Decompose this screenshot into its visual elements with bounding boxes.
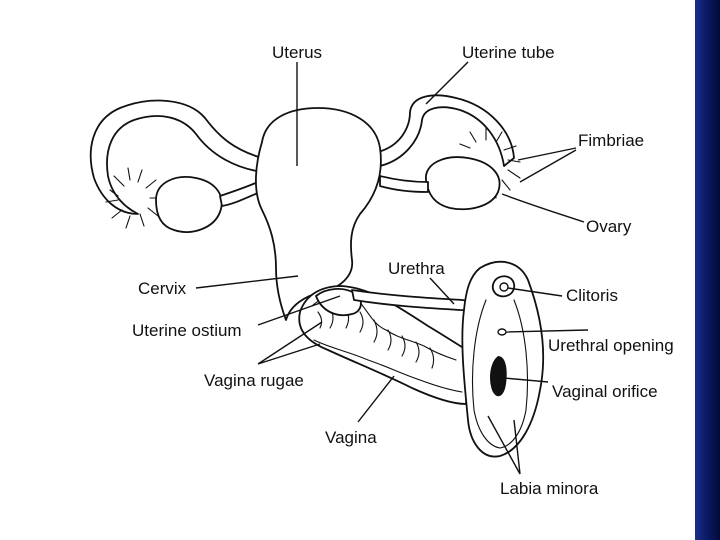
- label-vaginal-orifice: Vaginal orifice: [552, 382, 658, 401]
- leader-urethral-opening: [505, 329, 589, 333]
- label-uterine-tube: Uterine tube: [462, 43, 555, 62]
- label-uterine-ostium: Uterine ostium: [132, 321, 242, 340]
- label-urethra: Urethra: [388, 259, 445, 278]
- leader-cervix: [195, 275, 299, 289]
- leader-labia-minora: [487, 415, 521, 475]
- vagina-inner-wall-lower: [313, 339, 463, 393]
- left-fimbriae: [105, 167, 163, 229]
- leader-fimbriae: [517, 147, 577, 183]
- label-vagina-rugae: Vagina rugae: [204, 371, 304, 390]
- label-vagina: Vagina: [325, 428, 377, 447]
- urethral-opening: [497, 328, 507, 336]
- slide-side-accent-bar: [695, 0, 720, 540]
- right-uterine-tube: [377, 94, 515, 167]
- vaginal-orifice: [490, 356, 507, 397]
- label-urethral-opening: Urethral opening: [548, 336, 674, 355]
- label-ovary: Ovary: [586, 217, 632, 236]
- left-uterine-tube: [89, 99, 263, 215]
- right-ovary: [425, 156, 501, 211]
- leader-vaginal-orifice: [503, 377, 549, 383]
- label-fimbriae: Fimbriae: [578, 131, 644, 150]
- leader-urethra: [429, 277, 455, 305]
- labia-minora-right: [499, 299, 529, 449]
- label-cervix: Cervix: [138, 279, 187, 298]
- leader-vagina: [357, 375, 395, 423]
- clitoris-glans: [499, 282, 509, 292]
- label-labia-minora: Labia minora: [500, 479, 599, 498]
- label-clitoris: Clitoris: [566, 286, 618, 305]
- leader-ovary: [501, 193, 585, 223]
- vagina-rugae-folds: [317, 305, 435, 369]
- uterine-ostium-outline: [315, 288, 362, 317]
- leader-vagina-rugae: [257, 321, 323, 365]
- leader-uterine-ostium: [257, 295, 341, 326]
- right-ovarian-ligament: [379, 175, 429, 193]
- left-ovary: [155, 176, 223, 233]
- uterus-body: [255, 107, 382, 321]
- left-ovarian-ligament: [219, 181, 261, 207]
- leader-uterine-tube: [425, 61, 469, 105]
- leader-clitoris: [507, 287, 563, 297]
- labia-minora-left: [471, 299, 501, 449]
- label-uterus: Uterus: [272, 43, 322, 62]
